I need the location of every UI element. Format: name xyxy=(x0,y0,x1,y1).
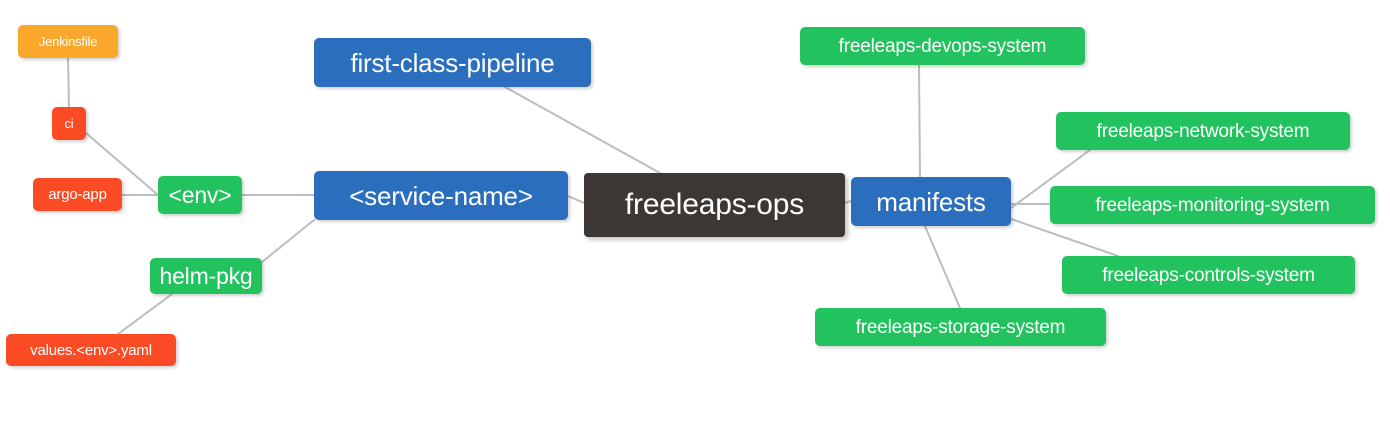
node-env[interactable]: <env> xyxy=(158,176,242,214)
node-label: freeleaps-storage-system xyxy=(855,316,1066,338)
edge-manifests-to-controls xyxy=(1010,218,1119,257)
node-label: values.<env>.yaml xyxy=(30,341,152,359)
node-helm-pkg[interactable]: helm-pkg xyxy=(150,258,262,294)
node-service-name[interactable]: <service-name> xyxy=(314,171,568,220)
node-network[interactable]: freeleaps-network-system xyxy=(1056,112,1350,150)
node-manifests[interactable]: manifests xyxy=(851,177,1011,226)
node-label: ci xyxy=(64,116,74,131)
node-monitoring[interactable]: freeleaps-monitoring-system xyxy=(1050,186,1375,224)
node-devops[interactable]: freeleaps-devops-system xyxy=(800,27,1085,65)
node-jenkinsfile[interactable]: Jenkinsfile xyxy=(18,25,118,58)
node-label: freeleaps-ops xyxy=(624,188,805,221)
node-label: freeleaps-controls-system xyxy=(1102,264,1315,286)
edge-manifests-to-storage xyxy=(924,225,961,309)
node-label: freeleaps-network-system xyxy=(1096,120,1310,142)
edge-manifests-to-devops xyxy=(918,64,921,178)
node-label: helm-pkg xyxy=(159,262,253,289)
edge-service-name-to-root xyxy=(567,195,585,204)
edge-jenkinsfile-to-ci xyxy=(67,57,70,108)
node-label: <env> xyxy=(168,181,232,208)
edge-helm-pkg-to-values-yaml xyxy=(117,293,173,335)
node-label: manifests xyxy=(876,186,986,217)
node-values-yaml[interactable]: values.<env>.yaml xyxy=(6,334,176,366)
node-storage[interactable]: freeleaps-storage-system xyxy=(815,308,1106,346)
edge-pipeline-to-root xyxy=(504,86,661,174)
node-pipeline[interactable]: first-class-pipeline xyxy=(314,38,591,87)
node-label: freeleaps-devops-system xyxy=(838,35,1047,57)
node-label: freeleaps-monitoring-system xyxy=(1095,194,1330,216)
node-label: first-class-pipeline xyxy=(350,47,555,78)
node-argo-app[interactable]: argo-app xyxy=(33,178,122,211)
node-label: <service-name> xyxy=(349,180,533,211)
node-ci[interactable]: ci xyxy=(52,107,86,140)
node-label: argo-app xyxy=(48,186,107,203)
edge-service-name-to-helm-pkg xyxy=(261,219,315,263)
node-controls[interactable]: freeleaps-controls-system xyxy=(1062,256,1355,294)
node-label: Jenkinsfile xyxy=(38,34,98,49)
node-root[interactable]: freeleaps-ops xyxy=(584,173,845,237)
